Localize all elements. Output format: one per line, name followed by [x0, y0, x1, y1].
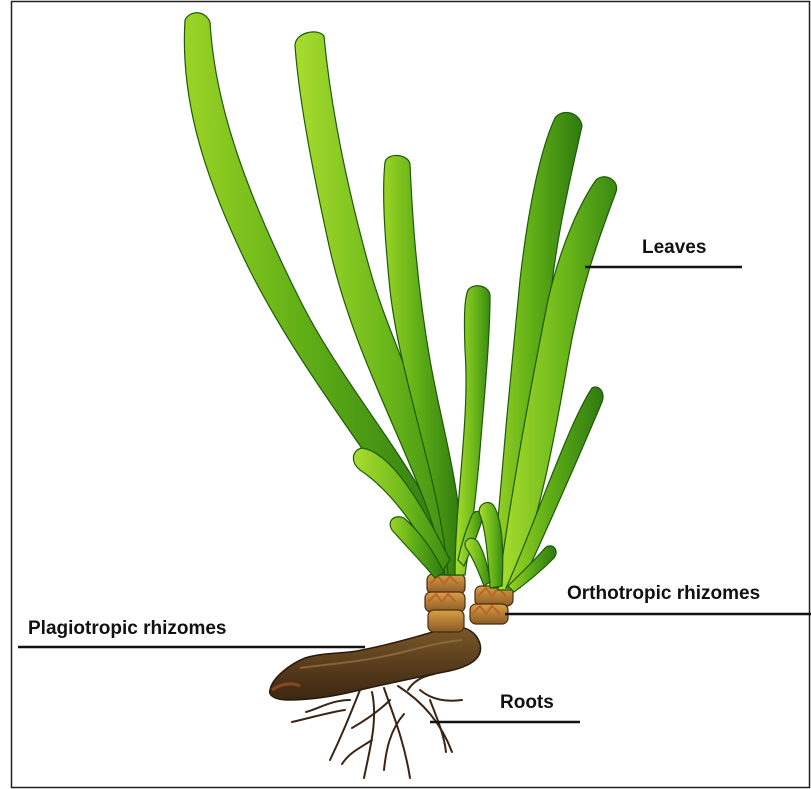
label-leaves: Leaves: [642, 237, 706, 258]
orthotropic-rhizome-right: [470, 586, 513, 624]
orthotropic-rhizome-left: [425, 574, 465, 632]
label-roots: Roots: [500, 692, 554, 713]
label-plagiotropic-rhizomes: Plagiotropic rhizomes: [28, 618, 226, 639]
label-orthotropic-rhizomes: Orthotropic rhizomes: [567, 583, 760, 604]
